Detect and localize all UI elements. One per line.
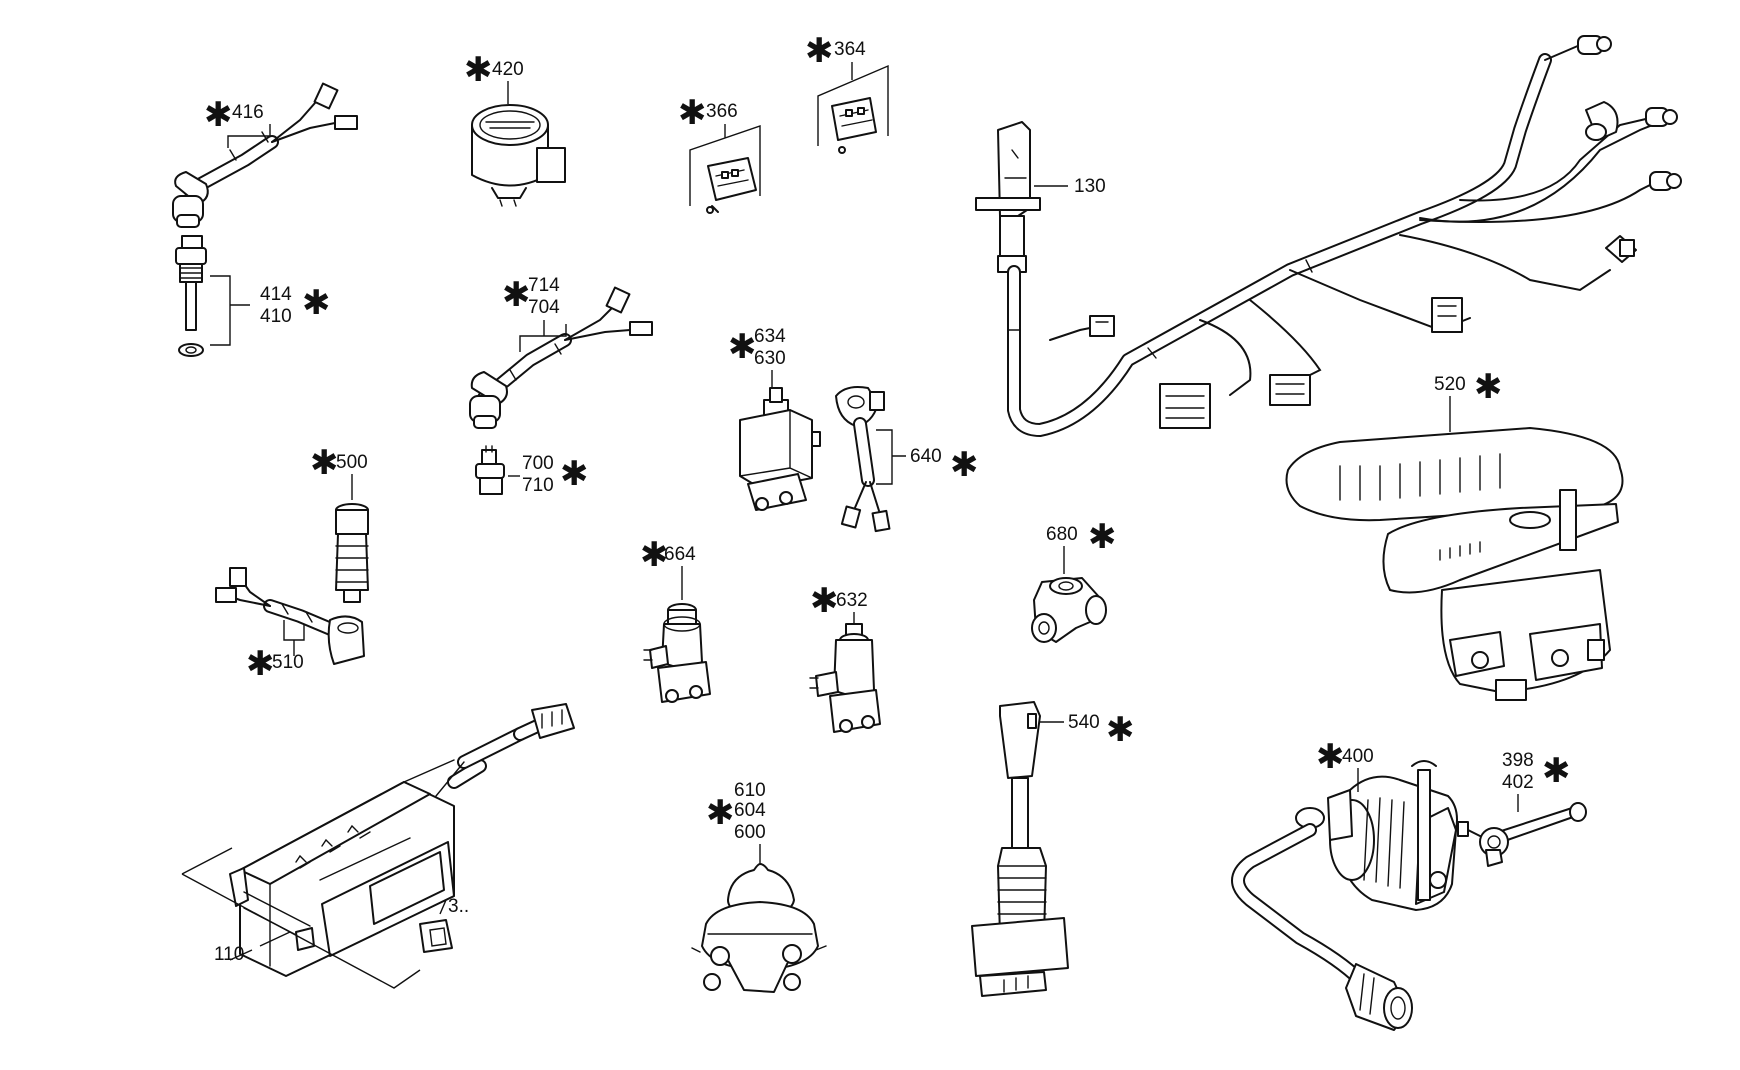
callout-714-704-marker: ✱ — [502, 275, 531, 315]
callout-610-label: 610 — [734, 780, 766, 801]
callout-398-402-marker: ✱ — [1542, 751, 1571, 791]
part-400-motor — [1231, 760, 1458, 1031]
callout-700-710-marker: ✱ — [560, 454, 589, 494]
callout-604-label: 604 — [734, 800, 766, 821]
callout-398-402: 398 402 ✱ — [1502, 750, 1571, 812]
callout-400: ✱ 400 — [1316, 737, 1374, 792]
part-700-710-sender — [475, 445, 505, 495]
callout-610-604-600-marker: ✱ — [706, 793, 735, 833]
part-632-solenoid-valve — [809, 623, 881, 733]
callout-400-marker: ✱ — [1316, 737, 1345, 777]
part-610-604-600-valve — [691, 863, 827, 993]
callout-500: ✱ 500 — [310, 443, 368, 500]
callout-680-marker: ✱ — [1088, 517, 1117, 557]
callout-700-710: 700 710 ✱ — [508, 453, 589, 496]
callout-714-label: 714 — [528, 275, 560, 296]
callout-632: ✱ 632 — [810, 581, 868, 624]
callout-610-604-600: 610 604 600 ✱ — [706, 780, 766, 864]
part-364-connector — [831, 97, 877, 154]
part-680-tee-fitting — [1031, 577, 1107, 643]
callout-416-marker: ✱ — [204, 95, 233, 135]
callout-364-label: 364 — [834, 39, 866, 60]
part-130-wiring-harness — [975, 35, 1682, 437]
callout-540: 540 ✱ — [1040, 710, 1135, 750]
callout-540-label: 540 — [1068, 712, 1100, 733]
callout-414-410: 414 410 ✱ — [210, 275, 331, 346]
callout-540-marker: ✱ — [1106, 710, 1135, 750]
part-520-foot-pedal-valve — [1285, 427, 1624, 701]
callout-632-marker: ✱ — [810, 581, 839, 621]
callout-364: ✱ 364 — [805, 31, 889, 146]
callout-414-label: 414 — [260, 284, 292, 305]
callout-364-marker: ✱ — [805, 31, 834, 71]
callout-520-label: 520 — [1434, 374, 1466, 395]
part-416-sensor-cable — [172, 82, 358, 228]
part-664-solenoid-valve — [643, 603, 711, 703]
callout-366-marker: ✱ — [678, 93, 707, 133]
callout-710-label: 710 — [522, 475, 554, 496]
callout-700-label: 700 — [522, 453, 554, 474]
callout-414-410-marker: ✱ — [302, 283, 331, 323]
callout-632-label: 632 — [836, 590, 868, 611]
callout-520: 520 ✱ — [1434, 367, 1503, 432]
callout-664-label: 664 — [664, 544, 696, 565]
callout-630-label: 630 — [754, 348, 786, 369]
part-420-gauge — [471, 104, 566, 207]
callout-402-label: 402 — [1502, 772, 1534, 793]
callout-420-label: 420 — [492, 59, 524, 80]
callout-634-630: ✱ 634 630 — [728, 326, 786, 388]
callout-520-marker: ✱ — [1474, 367, 1503, 407]
callout-400-label: 400 — [1342, 746, 1374, 767]
callout-420: ✱ 420 — [464, 50, 524, 104]
callout-420-marker: ✱ — [464, 50, 493, 90]
callout-510-marker: ✱ — [246, 644, 275, 684]
part-714-704-sensor-cable — [469, 286, 653, 429]
callout-680-label: 680 — [1046, 524, 1078, 545]
callout-130-label: 130 — [1074, 176, 1106, 197]
callout-680: 680 ✱ — [1046, 517, 1117, 574]
callout-510: ✱ 510 — [246, 620, 305, 684]
callout-3: 3.. — [439, 896, 469, 917]
part-414-410-sender — [175, 235, 207, 357]
callout-500-label: 500 — [336, 452, 368, 473]
callout-634-630-marker: ✱ — [728, 327, 757, 367]
part-110-control-unit — [229, 703, 575, 977]
callout-664-marker: ✱ — [640, 535, 669, 575]
callout-640-marker: ✱ — [950, 445, 979, 485]
callout-704-label: 704 — [528, 297, 560, 318]
callout-416-label: 416 — [232, 102, 264, 123]
callout-110: 110 — [181, 847, 421, 989]
callout-640: 640 ✱ — [876, 429, 979, 485]
callout-640-label: 640 — [910, 446, 942, 467]
callout-3-label: 3.. — [448, 896, 469, 917]
callout-600-label: 600 — [734, 822, 766, 843]
callout-110-label: 110 — [214, 944, 244, 965]
part-640-socket-cable — [835, 386, 891, 533]
callout-500-marker: ✱ — [310, 443, 339, 483]
callout-714-704: ✱ 714 704 — [502, 275, 567, 352]
callout-634-label: 634 — [754, 326, 786, 347]
part-398-402-linkage-rod — [1457, 802, 1587, 867]
part-510-sensor-cable — [215, 567, 365, 665]
part-366-connector — [706, 157, 757, 214]
callout-130: 130 — [1034, 176, 1106, 197]
callout-398-label: 398 — [1502, 750, 1534, 771]
part-500-fitting — [335, 503, 369, 603]
part-3-relay — [419, 919, 453, 953]
part-540-control-lever — [971, 701, 1069, 997]
callout-510-label: 510 — [272, 652, 304, 673]
callout-416: ✱ 416 — [204, 95, 271, 148]
callout-366: ✱ 366 — [678, 93, 761, 206]
part-634-630-solenoid-valve — [739, 387, 821, 511]
callout-366-label: 366 — [706, 101, 738, 122]
callout-410-label: 410 — [260, 306, 292, 327]
callout-664: ✱ 664 — [640, 535, 696, 600]
